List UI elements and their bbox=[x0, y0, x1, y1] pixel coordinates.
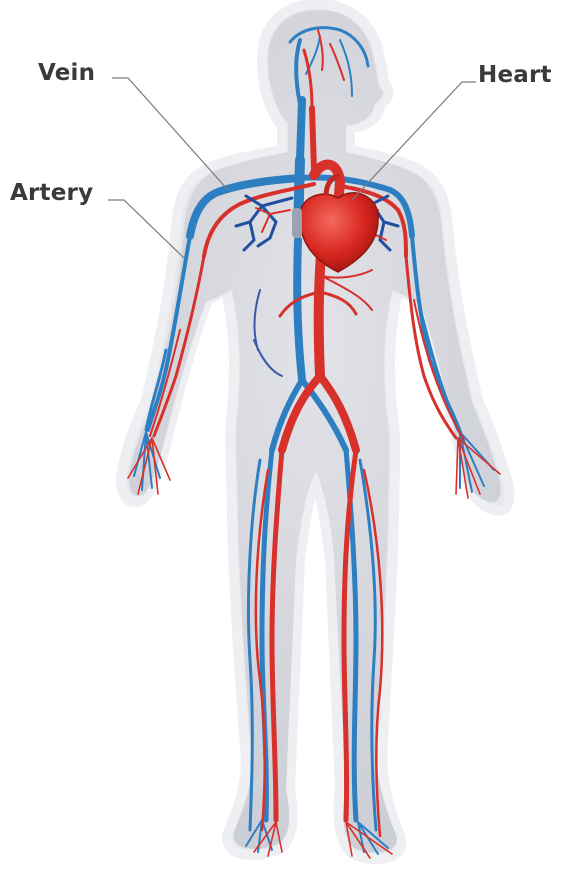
artery-label: Artery bbox=[10, 180, 93, 206]
heart-vein-stub bbox=[292, 208, 302, 238]
vein-label: Vein bbox=[38, 60, 95, 86]
neck-vein bbox=[300, 100, 302, 160]
inferior-vena-cava bbox=[297, 240, 302, 380]
carotid-artery bbox=[312, 108, 314, 170]
heart-label: Heart bbox=[478, 62, 552, 88]
